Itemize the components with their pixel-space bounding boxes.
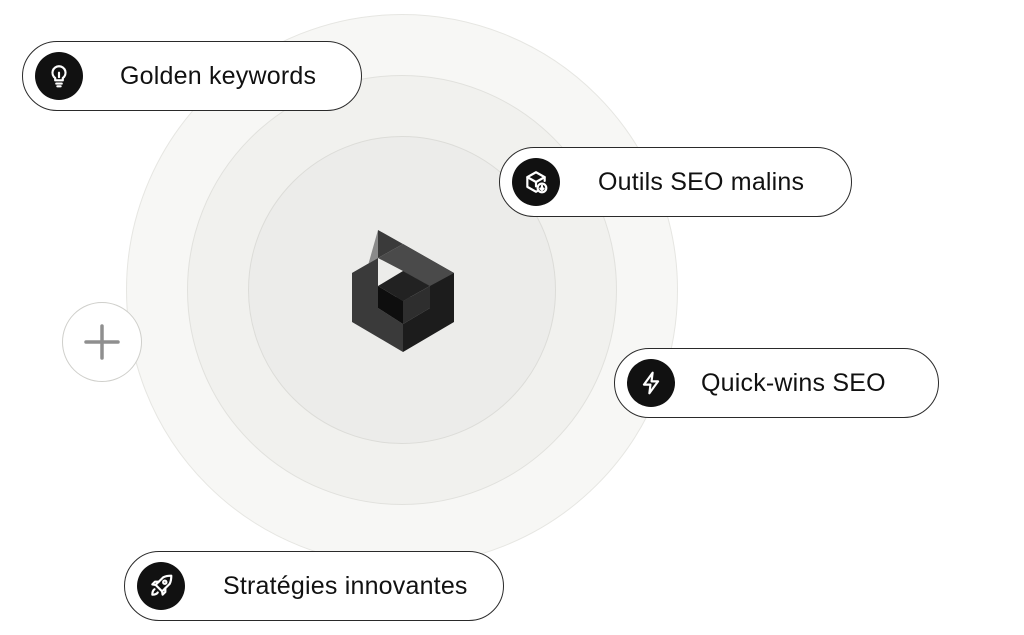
lightbulb-icon (35, 52, 83, 100)
feature-label: Outils SEO malins (598, 167, 805, 196)
feature-pill-quick-wins[interactable]: Quick-wins SEO (614, 348, 939, 418)
feature-pill-strategies[interactable]: Stratégies innovantes (124, 551, 504, 621)
rocket-icon (137, 562, 185, 610)
feature-label: Quick-wins SEO (701, 368, 886, 397)
feature-label: Golden keywords (120, 61, 317, 90)
feature-pill-outils-seo[interactable]: Outils SEO malins (499, 147, 852, 217)
lightning-icon (627, 359, 675, 407)
hexagon-b-logo-icon (352, 230, 454, 352)
plus-icon (84, 324, 120, 360)
feature-pill-golden-keywords[interactable]: Golden keywords (22, 41, 362, 111)
box-download-icon (512, 158, 560, 206)
add-button[interactable] (62, 302, 142, 382)
feature-label: Stratégies innovantes (223, 571, 468, 600)
